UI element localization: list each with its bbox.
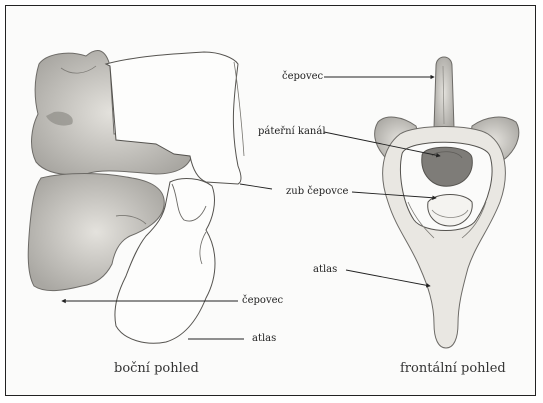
label-cepovec-side: čepovec bbox=[242, 296, 283, 306]
leader-front-atlas bbox=[346, 270, 430, 286]
label-cepovec-front: čepovec bbox=[282, 72, 323, 82]
figure-frame: čepovec páteřní kanál zub čepovce atlas … bbox=[5, 5, 536, 396]
label-atlas-front: atlas bbox=[313, 265, 337, 275]
caption-side-view: boční pohled bbox=[114, 362, 199, 375]
label-atlas-side: atlas bbox=[252, 334, 276, 344]
leader-side-zub bbox=[240, 184, 272, 189]
label-spinal-canal: páteřní kanál bbox=[258, 127, 326, 137]
caption-front-view: frontální pohled bbox=[400, 362, 506, 375]
label-zub-cepovce: zub čepovce bbox=[286, 187, 348, 197]
